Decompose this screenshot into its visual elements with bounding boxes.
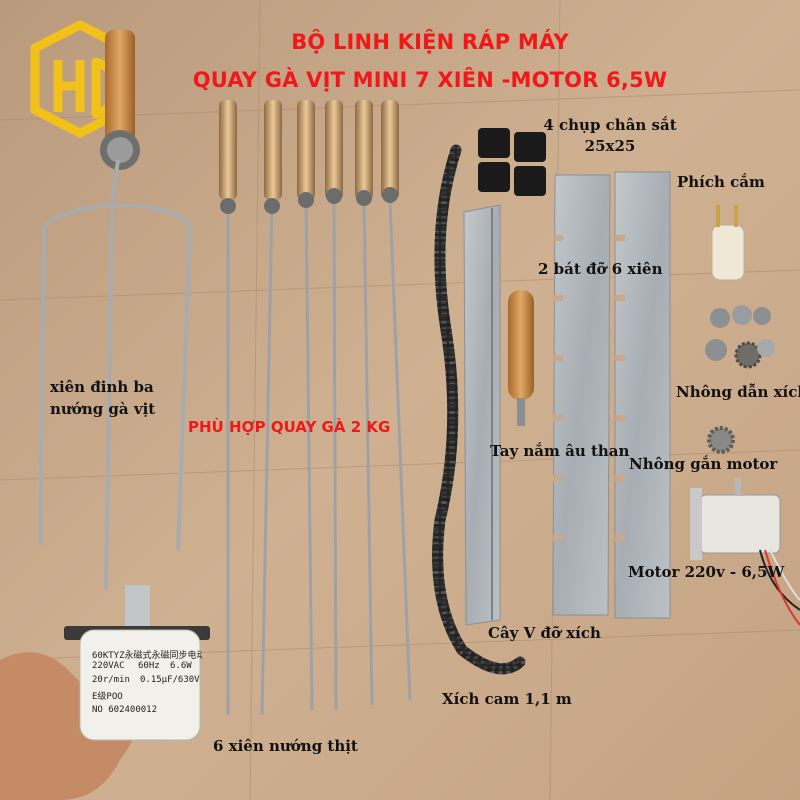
chain-label: Xích cam 1,1 m <box>442 690 572 708</box>
motor-serial: NO 602400012 <box>92 705 158 715</box>
brackets-label: 2 bát đỡ 6 xiên <box>538 260 663 278</box>
motor-speed: 20r/min <box>92 675 130 685</box>
caps-label-line-2: 25x25 <box>584 137 636 155</box>
handle-label: Tay nắm âu than <box>490 442 630 460</box>
plug-label: Phích cắm <box>677 173 765 191</box>
charcoal-handle <box>508 290 534 426</box>
motor-sprocket-label: Nhông gắn motor <box>629 455 778 473</box>
motor-frequency: 60Hz <box>138 661 160 671</box>
steel-caps <box>478 128 546 196</box>
fork-label-line-1: xiên đinh ba <box>50 378 154 396</box>
motor-sprocket <box>707 426 735 454</box>
big-motor <box>64 585 210 741</box>
v-bar <box>463 204 501 626</box>
skewers <box>219 100 412 716</box>
bracket-left <box>552 174 611 616</box>
motor-capacitor: 0.15μF/630V <box>140 675 200 685</box>
v-bar-label: Cây V đỡ xích <box>488 624 601 642</box>
bracket-slots <box>553 235 625 541</box>
capacity-note: PHÙ HỢP QUAY GÀ 2 KG <box>188 418 391 436</box>
guide-sprockets <box>705 305 775 369</box>
skewers-label: 6 xiên nướng thịt <box>213 737 358 755</box>
hand <box>0 652 138 800</box>
motor-model: 60KTYZ永磁式永磁同步电动机 <box>92 651 202 661</box>
power-plug <box>711 205 745 281</box>
trident-fork <box>38 30 193 591</box>
caps-label-line-1: 4 chụp chân sắt <box>543 116 677 134</box>
fork-label-line-2: nướng gà vịt <box>50 400 156 418</box>
motor-class: E级POO <box>92 692 123 702</box>
small-motor <box>690 478 800 626</box>
title-line-2: QUAY GÀ VỊT MINI 7 XIÊN -MOTOR 6,5W <box>192 68 668 92</box>
motor-voltage: 220VAC <box>92 661 125 671</box>
title-line-1: BỘ LINH KIỆN RÁP MÁY <box>291 30 569 54</box>
skewer-gears <box>220 187 398 214</box>
motor-label: Motor 220v - 6,5W <box>628 563 785 581</box>
motor-power: 6.6W <box>170 661 192 671</box>
bracket-right <box>614 171 671 619</box>
guide-sprockets-label: Nhông dẫn xích <box>676 383 800 401</box>
